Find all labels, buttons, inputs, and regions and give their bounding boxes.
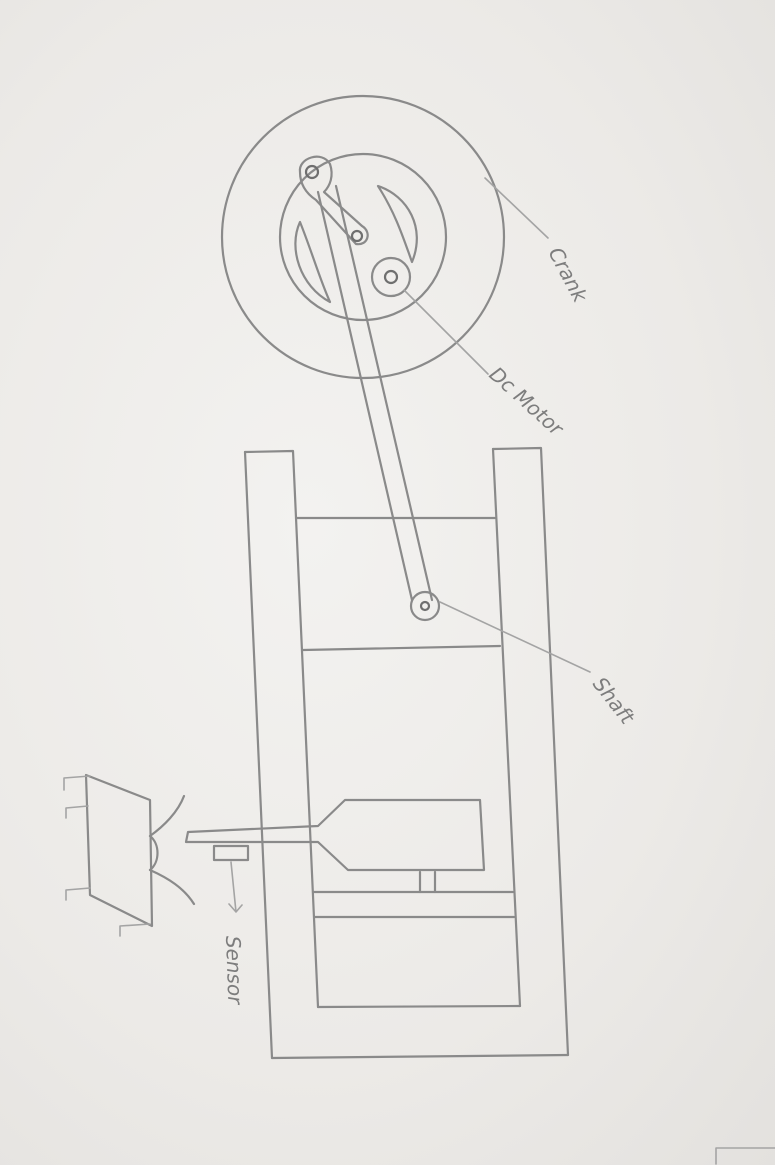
connecting-rod-right-edge bbox=[336, 186, 432, 600]
side-table-leg-3 bbox=[66, 888, 90, 900]
dc-motor-leader bbox=[404, 290, 488, 374]
dc-motor-shaft-dot bbox=[385, 271, 397, 283]
crank-slot-left bbox=[295, 222, 330, 302]
shaft-joint-pin bbox=[421, 602, 429, 610]
side-table-top bbox=[86, 775, 152, 926]
frame-base-top bbox=[318, 1006, 520, 1007]
connecting-rod bbox=[318, 186, 439, 620]
frame-left-upright-outer bbox=[245, 452, 272, 1058]
workpiece-holder bbox=[186, 800, 484, 892]
shaft-label: Shaft bbox=[588, 672, 640, 729]
frame-left-upright-inner bbox=[245, 451, 318, 1007]
link-pin bbox=[352, 231, 362, 241]
sensor-arrow bbox=[229, 862, 242, 912]
ram-bottom-edge bbox=[303, 646, 500, 650]
frame-right-upright-outer bbox=[493, 448, 568, 1055]
support-post bbox=[420, 872, 435, 892]
leader-lines bbox=[229, 178, 590, 912]
side-table bbox=[64, 775, 194, 936]
dc-motor-label: Dc Motor bbox=[485, 362, 570, 442]
frame-right-upright-inner bbox=[493, 449, 520, 1006]
sensor-block bbox=[214, 846, 248, 860]
corner-mark bbox=[716, 1148, 775, 1164]
side-table-leg-2 bbox=[66, 806, 88, 818]
crank-slot-right bbox=[378, 186, 417, 262]
shaft-leader bbox=[440, 602, 590, 672]
connecting-rod-left-edge bbox=[318, 192, 412, 600]
shaft-joint bbox=[411, 592, 439, 620]
frame-base-bottom bbox=[272, 1055, 568, 1058]
press-frame bbox=[245, 448, 568, 1058]
crank-leader bbox=[485, 178, 548, 238]
sensor-label: Sensor bbox=[221, 935, 247, 1006]
crank-assembly bbox=[222, 96, 504, 378]
side-table-leg-4 bbox=[120, 924, 150, 936]
crank-label: Crank bbox=[544, 243, 593, 307]
